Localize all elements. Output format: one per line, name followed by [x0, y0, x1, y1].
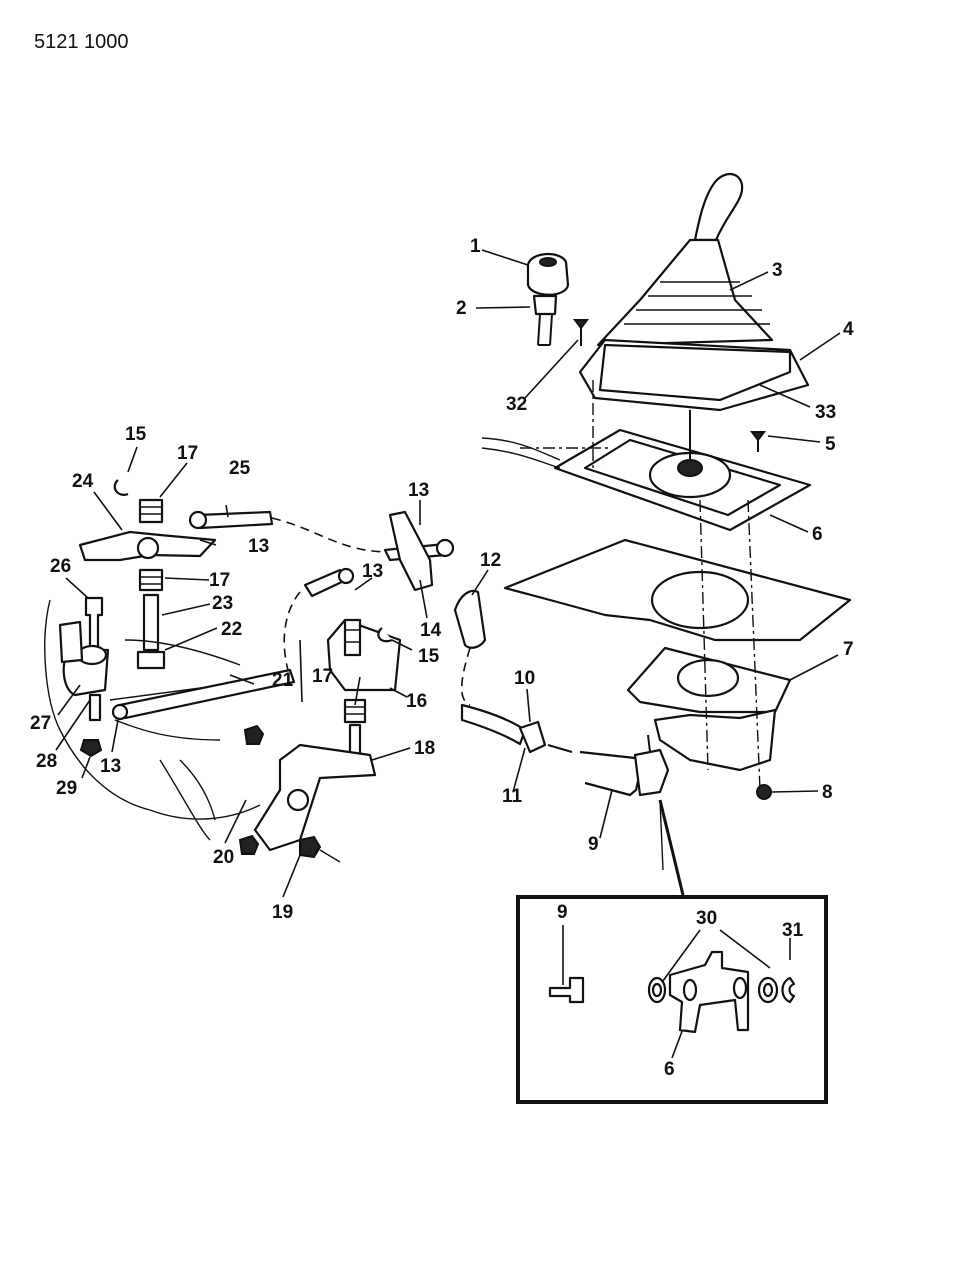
callout-5: 5	[825, 434, 836, 455]
callout-labels: 1 2 3 4 5 6 7 8 9 10 11 12 13 13 13 13 1…	[30, 236, 854, 1080]
callout-10: 10	[514, 668, 535, 689]
shift-rod-9	[579, 750, 642, 797]
callout-22: 22	[221, 619, 242, 640]
callout-15b: 15	[418, 646, 440, 667]
callout-inset-31: 31	[782, 920, 804, 941]
leader-lines	[55, 249, 841, 1059]
cable-clip-6	[633, 748, 670, 797]
shift-knob	[526, 253, 570, 296]
knob-cap	[539, 257, 557, 267]
screw-5	[750, 431, 766, 442]
clip-15b	[377, 627, 393, 643]
callout-28: 28	[36, 751, 57, 772]
callout-15a: 15	[125, 424, 147, 445]
callout-13c: 13	[362, 561, 383, 582]
callout-7: 7	[843, 639, 854, 660]
screw-32	[573, 319, 589, 330]
shaft-23	[142, 593, 160, 652]
callout-4: 4	[843, 319, 854, 340]
callout-17a: 17	[177, 443, 198, 464]
callout-6: 6	[812, 524, 823, 545]
callout-8: 8	[822, 782, 833, 803]
transmission-housing	[44, 599, 261, 841]
wire-harness	[481, 437, 561, 469]
callout-21: 21	[272, 670, 294, 691]
inset-retainer-31	[781, 976, 796, 1004]
bolt-20	[238, 834, 260, 855]
shift-lever	[693, 173, 744, 242]
callout-inset-30: 30	[696, 908, 717, 929]
document-id: 5121 1000	[34, 31, 129, 53]
callout-24: 24	[72, 471, 94, 492]
shift-cable	[453, 589, 685, 896]
housing-boss	[58, 620, 84, 664]
bracket-16	[326, 618, 402, 692]
nut-29	[79, 739, 103, 758]
callout-2: 2	[456, 298, 467, 319]
rod-end-25	[196, 510, 274, 530]
knob-insert	[532, 294, 558, 316]
callout-20: 20	[213, 847, 234, 868]
clip-15a	[113, 479, 129, 496]
detail-inset	[516, 895, 828, 1104]
callout-23: 23	[212, 593, 233, 614]
callout-25: 25	[229, 458, 251, 479]
callout-29: 29	[56, 778, 77, 799]
bezel-face	[598, 343, 792, 402]
nut-19	[299, 835, 322, 859]
callout-17b: 17	[209, 570, 230, 591]
bolt-26	[84, 596, 104, 652]
bushing-17b	[138, 568, 164, 592]
callout-3: 3	[772, 260, 783, 281]
rod-21	[118, 668, 296, 720]
callout-16: 16	[406, 691, 427, 712]
callout-inset-6: 6	[664, 1059, 675, 1080]
cable-hose	[460, 703, 527, 746]
callout-13a: 13	[408, 480, 429, 501]
callout-inset-9: 9	[557, 902, 568, 923]
floor-opening	[650, 570, 750, 630]
nut-8	[756, 784, 772, 800]
callout-19: 19	[272, 902, 293, 923]
bolt-20b	[243, 724, 265, 745]
cable-end-10	[518, 720, 547, 754]
inset-pin-9	[548, 976, 585, 1004]
callout-13b: 13	[248, 536, 269, 557]
callout-14: 14	[420, 620, 442, 641]
callout-18: 18	[414, 738, 435, 759]
callout-27: 27	[30, 713, 51, 734]
inset-frame	[516, 895, 828, 1104]
callout-1: 1	[470, 236, 481, 257]
callout-32: 32	[506, 394, 527, 415]
callout-11: 11	[502, 786, 523, 807]
callout-26: 26	[50, 556, 71, 577]
lever-18	[253, 743, 377, 852]
inset-clip-6	[668, 950, 750, 1034]
cable-boot-12	[453, 589, 487, 649]
callout-13d: 13	[100, 756, 121, 777]
shift-boot	[596, 238, 774, 347]
callout-9: 9	[588, 834, 599, 855]
callout-12: 12	[480, 550, 501, 571]
callout-17c: 17	[312, 666, 333, 687]
bushing-17a	[138, 498, 164, 524]
shifter-assembly	[481, 173, 852, 800]
bushing-22	[136, 650, 166, 670]
callout-33: 33	[815, 402, 836, 423]
